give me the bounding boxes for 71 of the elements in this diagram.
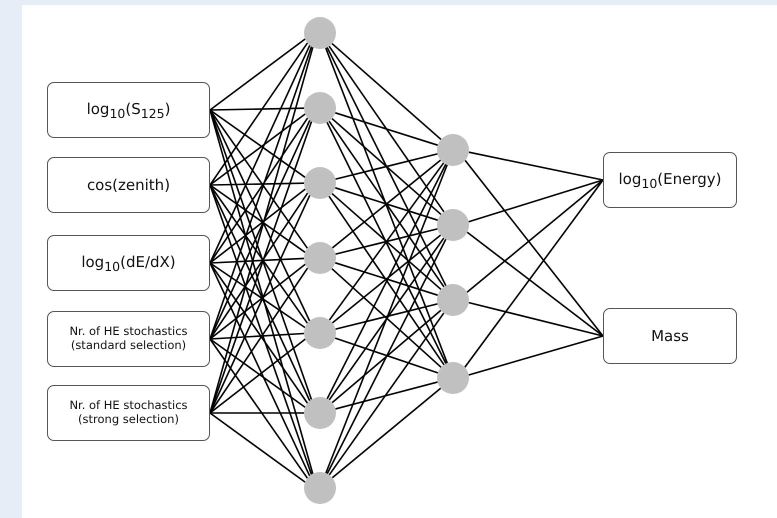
connection-line	[334, 337, 438, 374]
connection-line	[209, 192, 308, 340]
connection-line	[332, 234, 442, 324]
connection-line	[325, 164, 448, 474]
connection-line	[210, 412, 304, 414]
connection-line	[209, 42, 308, 186]
connection-line	[335, 303, 438, 330]
connection-line	[326, 46, 447, 286]
connection-line	[335, 112, 438, 146]
connection-line	[332, 159, 442, 249]
connection-line	[466, 232, 604, 337]
node-label: Nr. of HE stochastics (strong selection)	[68, 399, 189, 427]
connection-line	[468, 302, 604, 337]
node-label: Nr. of HE stochastics (standard selection)	[68, 325, 189, 353]
connection-line	[468, 335, 604, 376]
connection-line	[468, 179, 604, 223]
connection-line	[328, 312, 444, 476]
connection-line	[210, 38, 306, 111]
connection-line	[328, 120, 445, 288]
connection-line	[210, 258, 304, 264]
connection-line	[325, 48, 448, 364]
connection-line	[210, 332, 304, 340]
node-label: log$_{10}$(S$_{125}$)	[86, 100, 170, 120]
connection-line	[210, 184, 306, 253]
connection-line	[209, 338, 308, 479]
connection-line	[335, 153, 438, 180]
input-box	[47, 82, 210, 138]
output-box	[603, 308, 737, 364]
connection-line	[328, 238, 444, 400]
connection-line	[209, 262, 310, 476]
connection-line	[210, 412, 306, 483]
connection-line	[210, 188, 306, 264]
node-label: cos(zenith)	[86, 176, 170, 194]
connection-line	[210, 182, 304, 186]
connection-line	[332, 310, 442, 404]
output-box	[603, 152, 737, 208]
connection-line	[331, 42, 442, 140]
connection-line	[209, 184, 308, 324]
connection-line	[335, 262, 438, 296]
connection-line	[210, 264, 306, 340]
connection-line	[210, 113, 306, 186]
connection-line	[328, 46, 445, 212]
connection-line	[326, 164, 446, 400]
connection-line	[331, 118, 442, 216]
connection-line	[464, 160, 604, 336]
connection-line	[464, 180, 604, 368]
connection-line	[209, 118, 308, 264]
connection-line	[328, 196, 445, 366]
input-box	[47, 235, 210, 291]
connection-line	[468, 151, 604, 181]
connection-line	[335, 187, 438, 221]
input-box	[47, 385, 210, 441]
node-label: log$_{10}$(dE/dX)	[81, 252, 176, 274]
node-label: log$_{10}$(Energy)	[618, 170, 722, 190]
input-box	[47, 157, 210, 213]
connection-line	[328, 162, 444, 321]
connection-line	[209, 44, 310, 264]
connection-line	[210, 262, 306, 328]
connection-line	[209, 110, 308, 249]
connection-line	[326, 238, 446, 474]
connection-line	[332, 388, 442, 478]
connection-line	[466, 179, 604, 293]
connection-line	[210, 107, 304, 111]
connection-line	[326, 122, 447, 364]
connection-line	[210, 109, 306, 178]
connection-line	[331, 192, 442, 290]
node-label: Mass	[651, 327, 689, 345]
connection-line	[331, 268, 442, 368]
connection-line	[335, 381, 438, 410]
connection-line	[335, 228, 438, 255]
input-box	[47, 311, 210, 367]
